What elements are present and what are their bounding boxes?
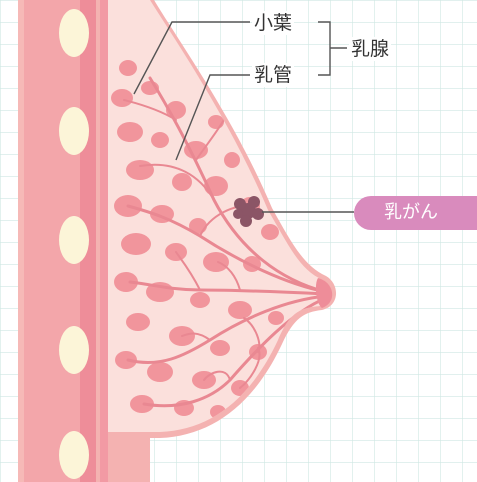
rib [59, 216, 89, 264]
rib [59, 107, 89, 155]
breast-cancer-label: 乳がん [354, 196, 477, 230]
rib [59, 326, 89, 374]
duct-label: 乳管 [252, 63, 294, 87]
lobule-label: 小葉 [252, 11, 294, 35]
chest-wall-edge [100, 0, 108, 482]
mammary-gland-label: 乳腺 [349, 37, 391, 61]
rib [59, 9, 89, 57]
rib [59, 431, 89, 479]
